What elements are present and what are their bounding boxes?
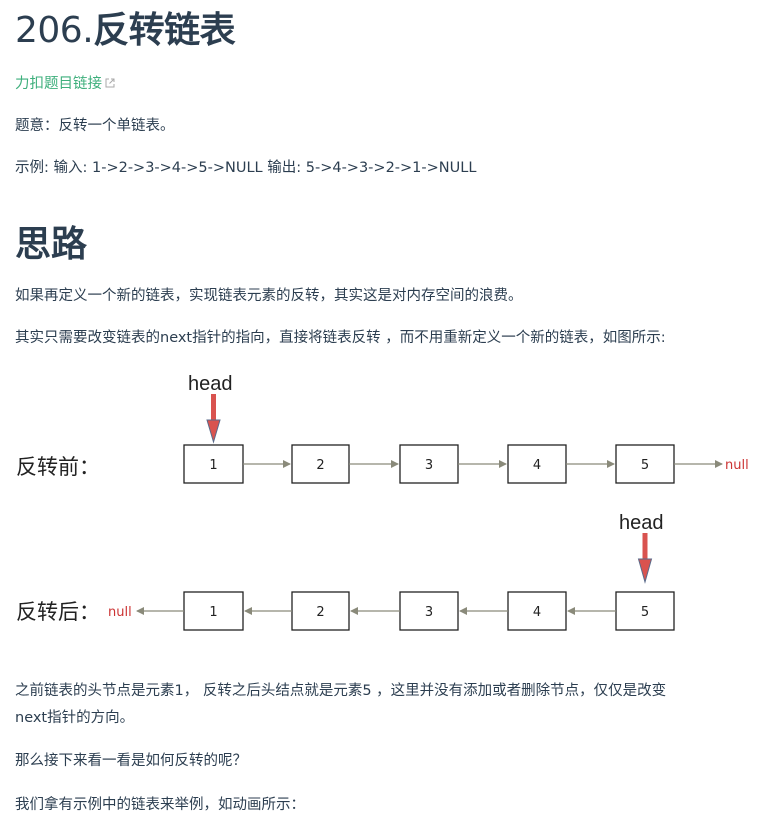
node-after-4-label: 4 (533, 605, 541, 620)
node-after-3-label: 3 (425, 605, 433, 620)
null-label-after: null (108, 605, 132, 620)
example-intro-paragraph: 我们拿有示例中的链表来举例，如动画所示： (15, 797, 305, 813)
node-before-2-label: 2 (316, 458, 324, 473)
before-label: 反转前： (16, 456, 100, 479)
external-link-icon (105, 78, 115, 88)
example-text: 示例: 输入: 1->2->3->4->5->NULL 输出: 5->4->3-… (15, 160, 477, 176)
after-label: 反转后： (16, 601, 100, 624)
node-before-4-label: 4 (533, 458, 541, 473)
reverse-diagram: 反转前： head 1 2 3 4 5 null head 反转后： 1 2 3… (16, 373, 749, 631)
node-after-5-label: 5 (641, 605, 649, 620)
null-label-before: null (725, 458, 749, 473)
node-after-5: 5 (615, 591, 675, 631)
node-after-2-label: 2 (316, 605, 324, 620)
node-before-3: 3 (399, 444, 459, 484)
node-after-1-label: 1 (209, 605, 217, 620)
question-paragraph: 那么接下来看一看是如何反转的呢？ (15, 753, 247, 769)
node-before-5-label: 5 (641, 458, 649, 473)
problem-link[interactable]: 力扣题目链接 (15, 72, 115, 93)
idea-paragraph-2: 其实只需要改变链表的next指针的指向，直接将链表反转 ，而不用重新定义一个新的… (15, 330, 666, 346)
idea-paragraph: 如果再定义一个新的链表，实现链表元素的反转，其实这是对内存空间的浪费。 (15, 288, 523, 304)
node-before-2: 2 (291, 444, 350, 484)
node-before-5: 5 (615, 444, 675, 484)
problem-link-label: 力扣题目链接 (15, 76, 102, 92)
explanation-line-2: next指针的方向。 (15, 710, 135, 726)
node-after-2: 2 (291, 591, 350, 631)
problem-statement: 题意：反转一个单链表。 (15, 118, 175, 134)
node-before-3-label: 3 (425, 458, 433, 473)
node-after-3: 3 (399, 591, 459, 631)
head-arrow-after (637, 533, 653, 584)
node-before-4: 4 (507, 444, 567, 484)
title-text: 反转链表 (93, 10, 236, 51)
head-label-after: head (619, 512, 664, 534)
explanation-line-1: 之前链表的头节点是元素1， 反转之后头结点就是元素5 ，这里并没有添加或者删除节… (15, 683, 667, 699)
node-after-1: 1 (183, 591, 244, 631)
node-before-1-label: 1 (209, 458, 217, 473)
head-label-before: head (188, 373, 233, 395)
section-heading: 思路 (15, 224, 88, 265)
title-number: 206. (15, 10, 94, 51)
node-before-1: 1 (183, 444, 244, 484)
page-title: 206.反转链表 (15, 6, 236, 56)
node-after-4: 4 (507, 591, 567, 631)
head-arrow-before (206, 394, 221, 444)
